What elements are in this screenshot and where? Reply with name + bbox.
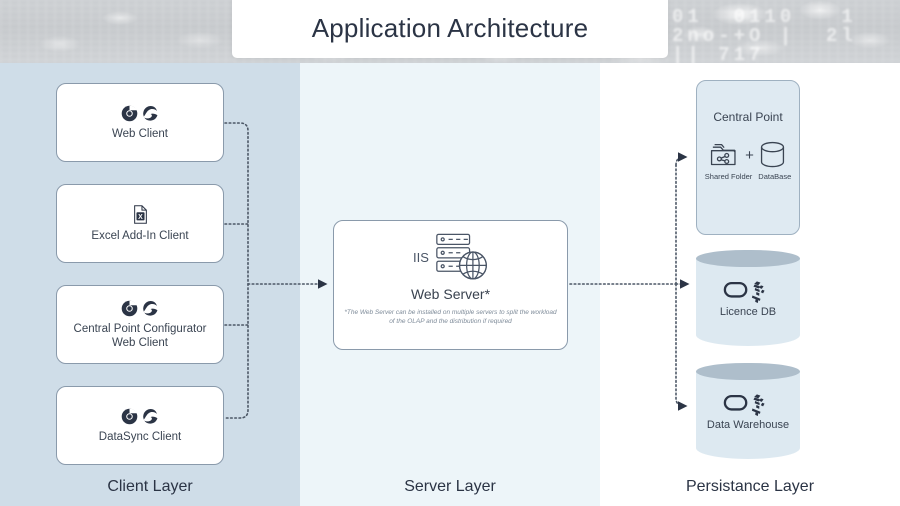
cylinder-body — [696, 258, 800, 346]
central-point-title: Central Point — [713, 110, 783, 124]
store-data-warehouse[interactable]: Data Warehouse — [696, 363, 800, 464]
database-label: DataBase — [758, 172, 792, 181]
edge-icon — [143, 408, 158, 424]
browser-icons — [121, 300, 159, 317]
excel-icon-wrap: X — [133, 204, 148, 224]
persistence-layer-label: Persistance Layer — [685, 478, 815, 495]
cylinder-body — [696, 371, 800, 459]
server-rack-globe-icon — [436, 233, 487, 280]
store-licence-db[interactable]: Licence DB — [696, 250, 800, 351]
client-card-label: Central Point Configurator Web Client — [73, 322, 207, 349]
store-content: Licence DB — [696, 280, 800, 318]
excel-file-icon: X — [133, 204, 147, 224]
server-card-web-server[interactable]: IIS W — [333, 220, 568, 350]
store-label: Data Warehouse — [706, 419, 790, 431]
client-card-datasync[interactable]: DataSync Client — [56, 386, 224, 465]
client-card-label: Web Client — [111, 127, 169, 140]
iis-row: IIS — [413, 233, 488, 281]
title-card: Application Architecture — [232, 0, 668, 58]
server-card-title: Web Server* — [410, 286, 491, 302]
chrome-icon — [121, 105, 138, 121]
header-banner: 01 0110 1 2no-+O | 2l || 717 Application… — [0, 0, 900, 63]
client-card-excel-addin[interactable]: X Excel Add-In Client — [56, 184, 224, 263]
sql-server-icon — [723, 281, 765, 304]
store-label: Licence DB — [719, 306, 777, 318]
browser-icons — [121, 408, 159, 425]
cylinder-top — [696, 250, 800, 267]
chrome-icon — [121, 408, 138, 424]
client-card-central-point-configurator[interactable]: Central Point Configurator Web Client — [56, 285, 224, 364]
shared-folder-icon — [711, 143, 736, 166]
chrome-icon — [121, 300, 138, 316]
cylinder-top — [696, 363, 800, 380]
header-background-digits: 01 0110 1 2no-+O | 2l || 717 — [672, 6, 857, 64]
client-card-web-client[interactable]: Web Client — [56, 83, 224, 162]
store-content: Data Warehouse — [696, 393, 800, 431]
plus-symbol: + — [745, 146, 754, 164]
central-point-labels: Shared Folder DataBase — [705, 172, 791, 181]
server-layer-label: Server Layer — [404, 478, 496, 495]
edge-icon — [143, 105, 158, 121]
edge-icon — [143, 300, 158, 316]
page-title: Application Architecture — [311, 13, 589, 43]
central-point-card[interactable]: Central Point + — [696, 80, 800, 235]
central-point-icons: + — [710, 141, 786, 169]
server-card-note: *The Web Server can be installed on mult… — [344, 309, 557, 325]
shared-folder-label: Shared Folder — [704, 172, 753, 181]
client-card-label: DataSync Client — [98, 430, 182, 443]
sql-server-icon — [723, 394, 765, 417]
client-card-label: Excel Add-In Client — [91, 229, 189, 242]
svg-text:X: X — [138, 213, 143, 220]
database-cylinder-icon — [760, 141, 784, 168]
iis-label: IIS — [413, 249, 429, 265]
browser-icons — [121, 105, 159, 122]
client-layer-label: Client Layer — [107, 478, 193, 495]
